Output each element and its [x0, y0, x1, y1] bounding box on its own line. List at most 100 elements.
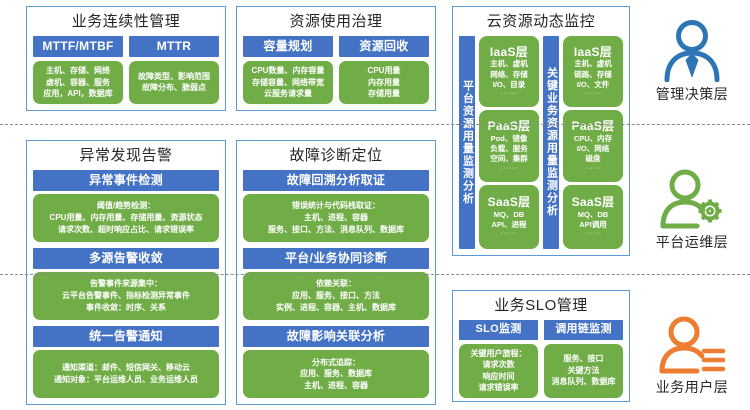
column-mttr: MTTR 故障类型、影响范围 故障分布、脆弱点 [129, 35, 219, 104]
header-impact-analysis[interactable]: 故障影响关联分析 [243, 325, 429, 347]
layer-title: SaaS层 [571, 195, 615, 210]
text-line: 主机、进程、容器 [304, 380, 368, 390]
content-fault-traceback: 错误统计与代码栈取证： 主机、进程、容器 服务、接口、方法、消息队列、数据库 [243, 193, 429, 242]
panel-anomaly-alert[interactable]: 异常发现告警 异常事件检测 阈值/趋势检测： CPU用量、内存用量、存储用量、资… [26, 140, 226, 405]
header-trace-monitor[interactable]: 调用链监测 [544, 319, 623, 340]
panel-title: 业务连续性管理 [71, 13, 181, 30]
text-line: 内存用量 [368, 77, 400, 87]
text-line: 请求错误率 [478, 383, 519, 393]
text-line: 通知对象：平台运维人员、业务运维人员 [54, 374, 198, 384]
panel-title: 故障诊断定位 [289, 147, 383, 164]
panel-fault-diagnosis[interactable]: 故障诊断定位 故障回溯分析取证 错误统计与代码栈取证： 主机、进程、容器 服务、… [236, 140, 436, 405]
layer-line: API、进程 [491, 220, 527, 230]
header-collaborative-diagnosis[interactable]: 平台/业务协同诊断 [243, 247, 429, 269]
layer-line: 网络、存储 [490, 69, 528, 79]
layer-line: API调用 [579, 220, 607, 230]
layer-box-iaas[interactable]: IaaS层 主机、虚机 链路、存储 I/O、文件 ······ [563, 35, 623, 108]
layers-group-key-business: IaaS层 主机、虚机 链路、存储 I/O、文件 ······ PaaS层 CP… [563, 35, 623, 250]
text-line: 虚机、容器、服务 [46, 77, 110, 87]
text-line: 云平台告警事件、指标检测异常事件 [62, 291, 190, 301]
panel-business-continuity[interactable]: 业务连续性管理 MTTF/MTBF 主机、存储、网络 虚机、容器、服务 应用，A… [26, 6, 226, 111]
panel-cloud-monitor[interactable]: 云资源动态监控 平台资源用量监测分析 IaaS层 主机、虚机 网络、存储 I/O… [452, 6, 630, 256]
header-capacity-planning[interactable]: 容量规划 [243, 35, 333, 57]
panel-title: 异常发现告警 [79, 147, 173, 164]
content-alert-convergence: 告警事件来源集中： 云平台告警事件、指标检测异常事件 事件收敛：时序、关系 [33, 271, 219, 320]
content-capacity-planning: CPU数量、内存容量 存储容量、网络带宽 云服务请求量 [243, 60, 333, 104]
layer-line: 链路、存储 [574, 69, 612, 79]
panel-resource-governance[interactable]: 资源使用治理 容量规划 CPU数量、内存容量 存储容量、网络带宽 云服务请求量 … [236, 6, 436, 111]
text-line: 错误统计与代码栈取证： [292, 201, 380, 211]
layer-ellipsis: ······ [500, 164, 518, 172]
layer-line: MQ、DB [577, 210, 609, 220]
layer-box-iaas[interactable]: IaaS层 主机、虚机 网络、存储 I/O、目录 ······ [479, 35, 539, 108]
text-line: 应用、服务、数据库 [300, 369, 372, 379]
content-impact-analysis: 分布式追踪： 应用、服务、数据库 主机、进程、容器 [243, 349, 429, 398]
divider-top [0, 124, 750, 125]
person-lines-icon [659, 316, 726, 374]
text-line: 故障类型、影响范围 [138, 71, 210, 81]
column-resource-recycling: 资源回收 CPU用量 内存用量 存储用量 [339, 35, 429, 104]
text-line: 存储容量、网络带宽 [252, 77, 324, 87]
header-alert-convergence[interactable]: 多源告警收敛 [33, 247, 219, 269]
header-resource-recycling[interactable]: 资源回收 [339, 35, 429, 57]
text-line: 响应时间 [482, 371, 515, 381]
layer-line: MQ、DB [493, 210, 525, 220]
text-line: 告警事件来源集中： [90, 279, 162, 289]
text-line: 关键方法 [567, 365, 600, 375]
text-line: 应用，API，数据库 [43, 89, 113, 99]
text-line: 请求次数、超时响应占比、请求错误率 [58, 224, 194, 234]
layer-box-paas[interactable]: PaaS层 Pod、镜像 负载、服务 空间、集群 ······ [479, 110, 539, 183]
header-slo-monitor[interactable]: SLO监测 [459, 319, 538, 340]
panel-title: 云资源动态监控 [486, 13, 596, 30]
layer-title: PaaS层 [487, 119, 531, 134]
text-line: 依赖关联： [316, 279, 356, 289]
text-line: 阈值/趋势检测： [96, 201, 156, 211]
layer-line: 主机、虚机 [574, 59, 612, 69]
persona-platform-ops[interactable]: 平台运维层 [634, 160, 750, 260]
text-line: 故障分布、脆弱点 [142, 83, 206, 93]
layer-line: Pod、镜像 [490, 134, 528, 144]
persona-management[interactable]: 管理决策层 [634, 12, 750, 112]
text-line: CPU用量、内存用量、存储用量、资源状态 [49, 212, 203, 222]
header-anomaly-detection[interactable]: 异常事件检测 [33, 169, 219, 191]
text-line: 服务、接口、方法、消息队列、数据库 [268, 224, 404, 234]
layer-title: IaaS层 [489, 44, 529, 59]
text-line: 主机、进程、容器 [304, 212, 368, 222]
column-capacity-planning: 容量规划 CPU数量、内存容量 存储容量、网络带宽 云服务请求量 [243, 35, 333, 104]
layer-line: 主机、虚机 [490, 59, 528, 69]
layer-box-saas[interactable]: SaaS层 MQ、DB API调用 ······ [563, 185, 623, 250]
content-mttf: 主机、存储、网络 虚机、容器、服务 应用，API，数据库 [33, 60, 123, 104]
panel-title: 资源使用治理 [289, 13, 383, 30]
layer-line: I/O、网络 [576, 144, 610, 154]
layers-group-platform: IaaS层 主机、虚机 网络、存储 I/O、目录 ······ PaaS层 Po… [479, 35, 539, 250]
column-slo-monitor: SLO监测 关键用户旅程： 请求次数 响应时间 请求错误率 [459, 319, 538, 398]
layer-box-paas[interactable]: PaaS层 CPU、内存 I/O、网络 磁盘 ······ [563, 110, 623, 183]
layer-ellipsis: ······ [500, 89, 518, 97]
content-mttr: 故障类型、影响范围 故障分布、脆弱点 [129, 60, 219, 104]
persona-label: 业务用户层 [655, 379, 729, 395]
header-mttf[interactable]: MTTF/MTBF [33, 35, 123, 57]
layer-line: I/O、目录 [492, 79, 526, 89]
text-line: 通知渠道：邮件、短信网关、移动云 [62, 363, 190, 373]
text-line: 服务、接口 [563, 354, 604, 364]
header-fault-traceback[interactable]: 故障回溯分析取证 [243, 169, 429, 191]
text-line: CPU用量 [367, 65, 401, 75]
text-line: 云服务请求量 [264, 89, 312, 99]
header-mttr[interactable]: MTTR [129, 35, 219, 57]
layer-line: CPU、内存 [573, 134, 613, 144]
header-unified-notification[interactable]: 统一告警通知 [33, 325, 219, 347]
persona-label: 管理决策层 [655, 86, 729, 102]
text-line: CPU数量、内存容量 [251, 65, 325, 75]
layer-line: 磁盘 [585, 154, 601, 164]
text-line: 关键用户旅程： [470, 348, 527, 358]
text-line: 主机、存储、网络 [46, 65, 110, 75]
layer-title: PaaS层 [571, 119, 615, 134]
layer-line: 负载、服务 [490, 144, 528, 154]
divider-bottom [0, 274, 750, 275]
layer-ellipsis: ······ [500, 230, 518, 238]
persona-business-user[interactable]: 业务用户层 [634, 308, 750, 404]
panel-business-slo[interactable]: 业务SLO管理 SLO监测 关键用户旅程： 请求次数 响应时间 请求错误率 调用… [452, 290, 630, 402]
layer-box-saas[interactable]: SaaS层 MQ、DB API、进程 ······ [479, 185, 539, 250]
persona-label: 平台运维层 [655, 234, 729, 250]
person-gear-icon [660, 169, 722, 229]
